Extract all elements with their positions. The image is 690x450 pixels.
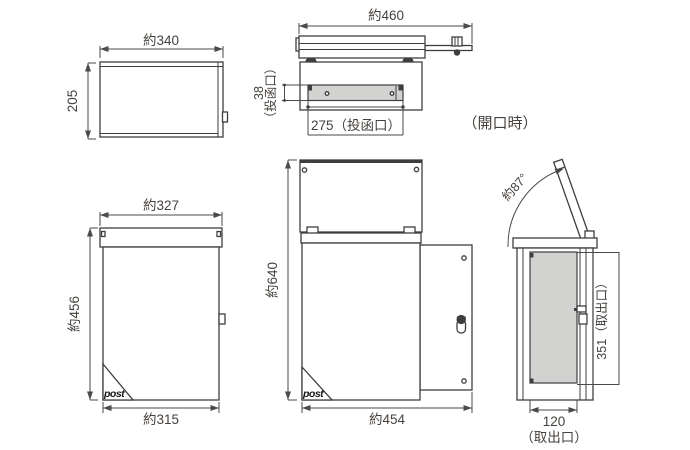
lid-front — [99, 227, 223, 248]
dim-box-takeout-height — [592, 252, 620, 385]
open-lid-front — [299, 159, 423, 233]
keyhole-cap-top — [456, 316, 466, 321]
panel-corner-mark — [530, 378, 534, 383]
top-view-open: 約460 275（投函口） 38 （投 — [252, 8, 538, 136]
open-state-note: （開口時） — [462, 115, 537, 132]
stay-knob — [451, 36, 463, 47]
top-view-closed: 約340 205 — [65, 33, 229, 140]
post-logo-triangle — [301, 365, 334, 401]
dim-dot — [283, 99, 286, 102]
open-lid-edge — [298, 35, 426, 59]
mailbox-top-outline — [99, 61, 224, 138]
door-screw — [461, 255, 467, 261]
slot-screw — [389, 91, 395, 96]
dim-label-slot-height: 38 — [252, 86, 266, 100]
takeout-door-panel — [529, 251, 578, 384]
lid-screw — [301, 167, 308, 173]
post-logo-triangle — [102, 362, 135, 401]
angle-arc — [507, 169, 561, 248]
dim-label-height: 約456 — [67, 296, 82, 332]
stay-arm — [424, 44, 473, 52]
angle-arc-arrowhead — [554, 168, 564, 175]
dim-dot — [283, 83, 286, 87]
slot-corner-mark — [308, 85, 312, 91]
door-latch-knob — [578, 313, 588, 325]
stay-pivot — [453, 49, 461, 56]
lid-screw — [413, 166, 420, 173]
door-screw — [461, 378, 467, 384]
latch-bump — [218, 313, 226, 325]
dim-label-width: 約340 — [143, 33, 179, 48]
mail-slot-panel — [307, 84, 404, 102]
dim-label-height: 約640 — [265, 262, 280, 298]
dim-label-width: 約460 — [368, 8, 404, 23]
panel-corner-mark — [530, 253, 534, 258]
dim-dot — [306, 105, 310, 109]
mailbox-body-front — [102, 246, 220, 401]
lid-pin — [100, 230, 106, 238]
front-view-closed: 約327 post 約456 約315 — [67, 198, 226, 427]
post-logo-text: post — [302, 388, 324, 400]
dim-label-takeout-height: 351（取出口） — [595, 276, 609, 359]
slot-screw — [324, 91, 330, 96]
dim-label-depth: 205 — [65, 90, 80, 113]
hinge-bar — [300, 232, 422, 244]
latch-bump — [221, 111, 229, 123]
front-view-open: 約640 post 約454 — [265, 159, 473, 427]
lid-pin — [216, 230, 222, 238]
dim-label-width: 約327 — [143, 198, 179, 213]
lid-base-bar — [512, 237, 598, 249]
dim-dot — [401, 105, 405, 109]
slot-corner-mark — [398, 85, 403, 91]
dim-label-base-width: 約315 — [143, 412, 179, 427]
dim-label-takeout-width-unit: （取出口） — [520, 430, 588, 445]
side-view-open: 約87° 351（取出口） 120 （取出口） — [499, 158, 620, 445]
dim-label-width: 約454 — [369, 412, 406, 427]
latch-pin — [574, 308, 577, 311]
angle-label: 約87° — [499, 170, 531, 203]
dim-label-takeout-width: 120 — [543, 414, 566, 429]
dim-label-slot-width: 275（投函口） — [311, 118, 401, 133]
post-logo-text: post — [103, 388, 125, 400]
mailbox-body-front — [301, 242, 421, 401]
door-latch — [576, 305, 587, 313]
dim-label-slot-height-unit: （投函口） — [263, 62, 278, 125]
